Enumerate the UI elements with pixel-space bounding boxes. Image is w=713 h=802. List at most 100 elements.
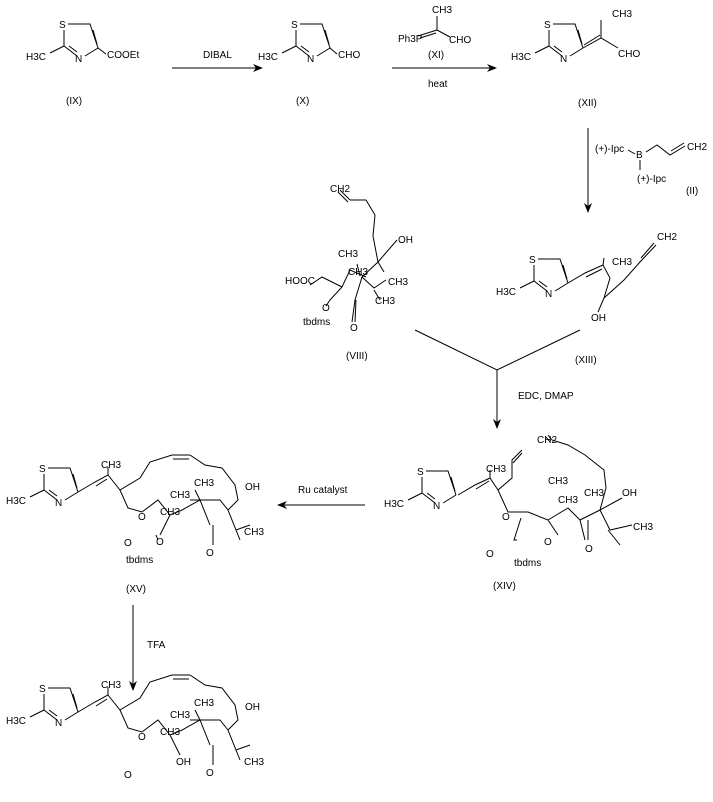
reagent-xi: CH3 Ph3P CHO (XI) (398, 5, 471, 61)
nitrogen-label: N (545, 289, 552, 300)
sulfur-label: S (291, 20, 298, 31)
oh-label: OH (622, 488, 637, 499)
sulfur-label: S (417, 467, 424, 478)
methyl-label: H3C (6, 716, 26, 727)
compound-label-x: (X) (296, 96, 309, 107)
o-label: O (544, 537, 552, 548)
ch3-label: CH3 (584, 488, 604, 499)
compound-xiii: CH3 CH2 OH (XIII) (567, 232, 677, 366)
methyl-label: H3C (384, 499, 404, 510)
ch3-label: CH3 (633, 522, 653, 533)
ch3-label: CH3 (170, 490, 190, 501)
tbdms-label: tbdms (303, 317, 330, 328)
ch3-label: CH3 (101, 460, 121, 471)
methyl-label: H3C (26, 52, 46, 63)
methyl-label: H3C (258, 52, 278, 63)
compound-label-xiii: (XIII) (575, 355, 597, 366)
ch2-label: CH2 (330, 184, 350, 195)
ketone-o-label: O (350, 323, 358, 334)
thiazole-ring: S N H3C (6, 684, 79, 729)
ch3-label: CH3 (548, 476, 568, 487)
cho-label: CHO (338, 50, 360, 61)
reagent-edc-dmap: EDC, DMAP (518, 391, 574, 402)
carbonyl-o-label: O (124, 538, 132, 549)
cho-label: CHO (449, 35, 471, 46)
ch3-label: CH3 (348, 267, 368, 278)
boron-label: B (636, 150, 643, 161)
ketone-o-label: O (206, 768, 214, 779)
thiazole-ring: S N H3C (26, 20, 99, 65)
nitrogen-label: N (560, 54, 567, 65)
thiazole-ring: S N H3C (258, 20, 331, 65)
methyl-label: H3C (511, 52, 531, 63)
ch3-label: CH3 (558, 495, 578, 506)
reagent-dibal: DIBAL (203, 50, 232, 61)
sulfur-label: S (529, 255, 536, 266)
compound-product: CH3 O O OH CH3 CH3 O OH CH3 CH3 (77, 674, 264, 781)
methyl-label: H3C (496, 287, 516, 298)
ch3-label: CH3 (338, 249, 358, 260)
oh-label: OH (245, 702, 260, 713)
reagent-tfa: TFA (147, 640, 166, 651)
ipc-label: (+)-Ipc (595, 144, 624, 155)
compound-ix: COOEt (IX) (66, 47, 139, 107)
methyl-label: H3C (6, 496, 26, 507)
ch3-label: CH3 (170, 710, 190, 721)
ch3-label: CH3 (160, 727, 180, 738)
oh-label: OH (591, 313, 606, 324)
o-label: O (156, 537, 164, 548)
ch3-label: CH3 (486, 464, 506, 475)
reagent-ii: (+)-Ipc B CH2 (+)-Ipc (II) (595, 142, 707, 197)
ch3-label: CH3 (194, 478, 214, 489)
sulfur-label: S (59, 20, 66, 31)
thiazole-ring: S N H3C (384, 467, 457, 512)
carbonyl-o-label: O (486, 549, 494, 560)
ch2-label: CH2 (657, 232, 677, 243)
oh-label: OH (176, 757, 191, 768)
thiazole-ring: S N H3C (496, 255, 569, 300)
ch3-label: CH3 (194, 698, 214, 709)
ch3-label: CH3 (612, 257, 632, 268)
oh-label: OH (245, 482, 260, 493)
compound-label-xiv: (XIV) (493, 581, 516, 592)
sulfur-label: S (39, 684, 46, 695)
nitrogen-label: N (433, 501, 440, 512)
ch2-label: CH2 (537, 435, 557, 446)
ipc-label: (+)-Ipc (637, 174, 666, 185)
ch3-label: CH3 (612, 9, 632, 20)
ester-o-label: O (138, 732, 146, 743)
reagent-heat: heat (428, 79, 448, 90)
compound-xii: CH3 CHO (XII) (578, 9, 640, 109)
compound-viii: CH2 OH CH3 CH3 CH3 CH3 HOOC O tbdms O (V… (285, 184, 413, 362)
tbdms-label: tbdms (514, 558, 541, 569)
ch3-label: CH3 (101, 680, 121, 691)
oh-label: OH (398, 235, 413, 246)
compound-x: CHO (X) (296, 47, 360, 107)
ch3-label: CH3 (388, 277, 408, 288)
ch3-label: CH3 (244, 527, 264, 538)
nitrogen-label: N (55, 718, 62, 729)
reagent-ru-catalyst: Ru catalyst (298, 485, 348, 496)
ch3-label: CH3 (160, 507, 180, 518)
cho-label: CHO (618, 49, 640, 60)
compound-label-xi: (XI) (428, 50, 444, 61)
ester-o-label: O (138, 512, 146, 523)
carbonyl-o-label: O (124, 770, 132, 781)
sulfur-label: S (544, 20, 551, 31)
compound-xiv: CH3 CH2 O O O tbdms CH3 CH3 O OH CH3 CH3… (457, 434, 653, 592)
compound-label-xv: (XV) (126, 584, 146, 595)
compound-label-ii: (II) (686, 186, 698, 197)
ch2-label: CH2 (687, 142, 707, 153)
ketone-o-label: O (585, 544, 593, 555)
convergence-lines (414, 329, 581, 371)
hooc-label: HOOC (285, 276, 315, 287)
compound-label-xii: (XII) (578, 98, 597, 109)
thiazole-ring: S N H3C (511, 20, 584, 65)
ester-o-label: O (502, 512, 510, 523)
ch3-label: CH3 (375, 296, 395, 307)
nitrogen-label: N (307, 54, 314, 65)
nitrogen-label: N (75, 54, 82, 65)
tbdms-label: tbdms (126, 555, 153, 566)
